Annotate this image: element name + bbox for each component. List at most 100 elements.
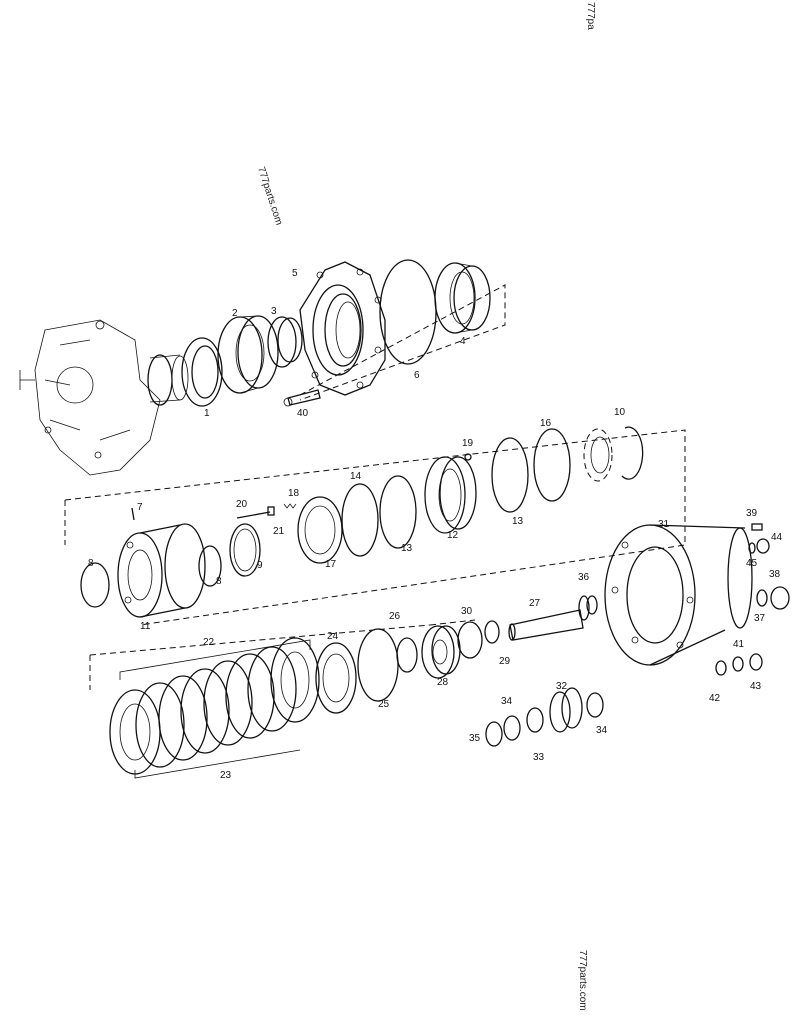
part-27-shaft (508, 595, 590, 641)
callout-40: 40 (297, 408, 309, 419)
callout-3: 3 (271, 306, 277, 317)
part-4-bearing (434, 262, 491, 334)
callout-6: 6 (414, 370, 420, 381)
callout-21: 21 (273, 526, 285, 537)
watermark-top: 777parts.com (255, 166, 284, 227)
callout-16: 16 (540, 418, 552, 429)
callout-45: 45 (746, 558, 758, 569)
part-34-ring-left (503, 715, 521, 741)
callout-44: 44 (771, 532, 783, 543)
row2-leader-box (64, 429, 686, 626)
part-35-ring (485, 721, 503, 747)
spindle (147, 354, 189, 406)
callout-11: 11 (140, 621, 151, 632)
callout-20: 20 (236, 499, 248, 510)
part-37-ring (756, 589, 768, 607)
callout-22: 22 (203, 637, 215, 648)
callout-31: 31 (658, 519, 670, 530)
callout-28: 28 (437, 677, 449, 688)
part-2-bearing (217, 315, 279, 394)
callout-1: 1 (204, 408, 210, 419)
callout-18: 18 (288, 488, 300, 499)
callout-2: 2 (232, 308, 238, 319)
callout-36: 36 (578, 572, 590, 583)
part-28-gear (421, 625, 461, 679)
part-11-planet-carrier (117, 523, 206, 618)
part-33-gear (526, 707, 544, 733)
part-45-washer (748, 542, 756, 554)
part-5-hub-flange (299, 261, 386, 396)
part-24-plate (315, 642, 357, 714)
callout-13-left: 13 (401, 543, 413, 554)
callout-23: 23 (220, 770, 232, 781)
part-14-ring (341, 483, 379, 557)
part-30-ring (457, 621, 483, 659)
callout-5: 5 (292, 268, 298, 279)
part-39-screw (751, 523, 763, 531)
callout-19: 19 (462, 438, 474, 449)
watermark-corner: 777pa (585, 2, 596, 30)
callout-38: 38 (769, 569, 781, 580)
part-44-plug (756, 538, 770, 554)
part-20-bolt (236, 511, 271, 519)
callout-29: 29 (499, 656, 511, 667)
part-6-o-ring (379, 259, 437, 365)
part-7-pin (131, 507, 135, 521)
part-26-ring (396, 637, 418, 673)
callout-37: 37 (754, 613, 766, 624)
callout-14: 14 (350, 471, 362, 482)
callout-17: 17 (325, 559, 337, 570)
callout-12: 12 (447, 530, 459, 541)
callout-34-left: 34 (501, 696, 513, 707)
part-16-ring (533, 428, 571, 502)
part-8-ring-left (80, 562, 110, 608)
part-43-nut (749, 653, 763, 671)
part-32-sun-gear (549, 687, 583, 733)
callout-4: 4 (460, 336, 466, 347)
watermark-bottom: 777parts.com (577, 950, 588, 1011)
part-17-plate (297, 496, 343, 564)
callout-27: 27 (529, 598, 541, 609)
callout-24: 24 (327, 631, 339, 642)
part-38-cap (770, 586, 790, 610)
part-41-nut (732, 656, 744, 672)
callout-35: 35 (469, 733, 481, 744)
part-13-ring-left (379, 475, 417, 549)
callout-30: 30 (461, 606, 473, 617)
callout-25: 25 (378, 699, 390, 710)
part-34-ring-right (586, 692, 604, 718)
part-25-ring (357, 628, 399, 702)
callout-13-right: 13 (512, 516, 524, 527)
part-42-washer (715, 660, 727, 676)
part-18-spring (283, 503, 297, 509)
part-3-bearing-cup (267, 316, 303, 368)
part-8-ring-right (198, 545, 222, 587)
clutch-disc-pack (109, 637, 320, 779)
part-10-snap-ring (621, 426, 644, 480)
callout-42: 42 (709, 693, 721, 704)
part-36-washer (586, 595, 598, 615)
callout-26: 26 (389, 611, 401, 622)
part-1-seal (181, 337, 223, 407)
callout-34-right: 34 (596, 725, 608, 736)
callout-labels: 1 2 3 4 5 6 40 7 8 8 9 11 17 18 20 21 14… (88, 268, 783, 781)
callout-8-right: 8 (216, 576, 222, 587)
callout-39: 39 (746, 508, 758, 519)
part-19-plug (464, 453, 472, 461)
part-21-nut (267, 506, 275, 516)
callout-8-left: 8 (88, 558, 94, 569)
callout-9: 9 (257, 560, 263, 571)
part-31-hub-drum (604, 524, 753, 666)
part-9-snap-ring (229, 523, 261, 577)
part-13-ring-right (491, 437, 529, 513)
retainer (583, 428, 613, 482)
callout-41: 41 (733, 639, 745, 650)
callout-7: 7 (137, 502, 143, 513)
part-40-stud (283, 389, 321, 407)
callout-10: 10 (614, 407, 626, 418)
callout-43: 43 (750, 681, 762, 692)
callout-33: 33 (533, 752, 545, 763)
axle-housing (19, 319, 161, 476)
